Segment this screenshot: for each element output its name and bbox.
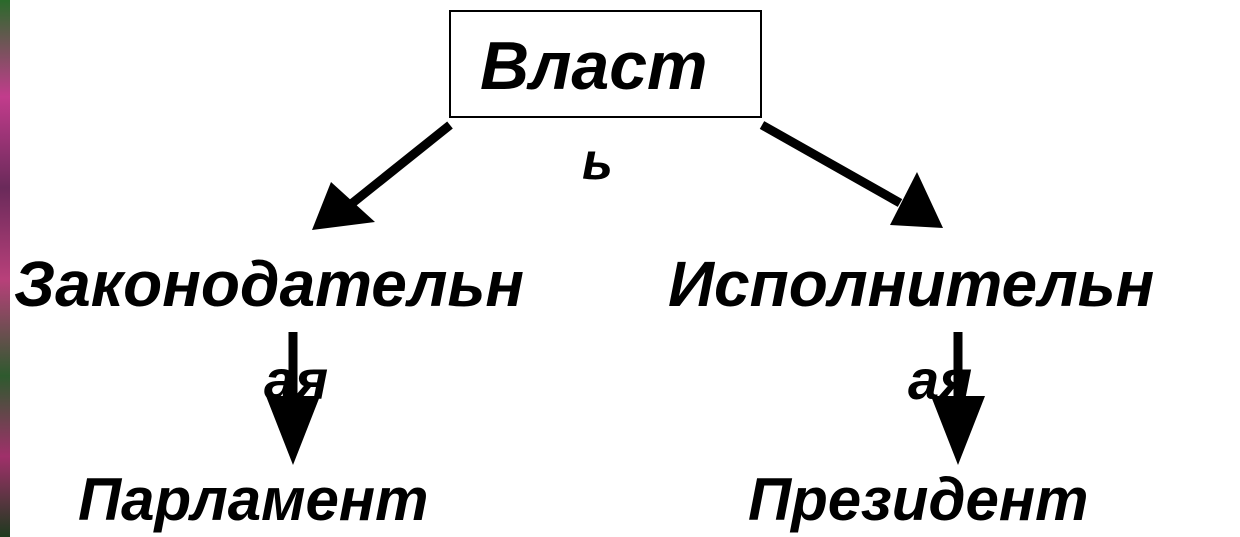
president-node-label: Президент	[748, 466, 1089, 533]
root-node-label-line2: ь	[582, 133, 613, 191]
arrow-legislative-to-parliament	[266, 332, 320, 465]
executive-node-label-line2: ая	[908, 348, 973, 411]
parliament-node-label: Парламент	[78, 466, 429, 533]
root-node-box	[449, 10, 762, 118]
legislative-node-label-line2: ая	[264, 348, 329, 411]
legislative-node-label-line1: Законодательн	[14, 248, 525, 320]
root-node-label-line1: Власт	[480, 28, 708, 104]
photo-edge-strip	[0, 0, 10, 537]
arrow-executive-to-president	[931, 332, 985, 465]
executive-node-label-line1: Исполнительн	[668, 248, 1155, 320]
arrow-root-to-executive	[759, 121, 943, 228]
arrow-root-to-legislative	[312, 121, 453, 230]
